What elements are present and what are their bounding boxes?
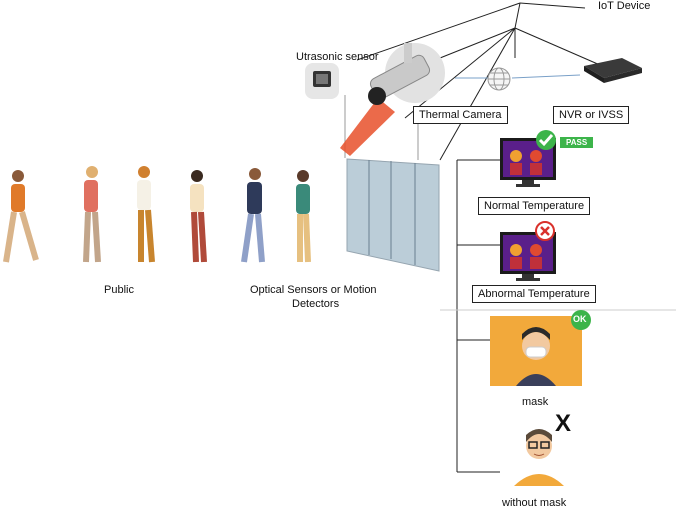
without-mask-label: without mask (502, 497, 567, 509)
person-3 (137, 166, 155, 263)
ok-badge-text: OK (573, 314, 587, 324)
abnormal-temperature-label: Abnormal Temperature (472, 285, 596, 303)
no-mask-person-tile (500, 418, 578, 486)
normal-temp-monitor (500, 138, 556, 187)
mask-person-tile (490, 316, 582, 386)
glass-door (346, 158, 440, 272)
pass-badge-text: PASS (566, 138, 588, 147)
abnormal-temp-monitor (500, 232, 556, 281)
pass-badge: PASS (560, 137, 594, 148)
ultrasonic-sensor-label: Utrasonic sensor (296, 51, 379, 63)
mask-label: mask (522, 396, 549, 408)
check-icon (536, 130, 556, 150)
nvr-label: NVR or IVSS (553, 106, 630, 124)
person-1 (3, 170, 39, 263)
optical-sensors-label-line2: Detectors (292, 298, 340, 310)
public-label: Public (104, 284, 134, 296)
ultrasonic-sensor-icon (305, 63, 339, 99)
thermal-camera-label: Thermal Camera (413, 106, 508, 124)
person-6 (296, 170, 311, 263)
people-queue (3, 166, 311, 263)
iot-device-label: IoT Device (598, 0, 651, 12)
person-4 (190, 170, 207, 263)
camera-beam (340, 98, 395, 156)
ok-badge-icon (571, 310, 591, 330)
cross-icon (535, 221, 555, 241)
globe-icon (487, 67, 511, 91)
person-2 (83, 166, 101, 263)
normal-temperature-label: Normal Temperature (478, 197, 591, 215)
thermal-camera-group (340, 43, 445, 156)
optical-sensors-label: Optical Sensors or Motion (250, 284, 377, 296)
nvr-device-icon (584, 58, 642, 83)
x-mark: X (555, 410, 572, 437)
person-5 (241, 168, 265, 263)
camera-icon (368, 43, 431, 105)
